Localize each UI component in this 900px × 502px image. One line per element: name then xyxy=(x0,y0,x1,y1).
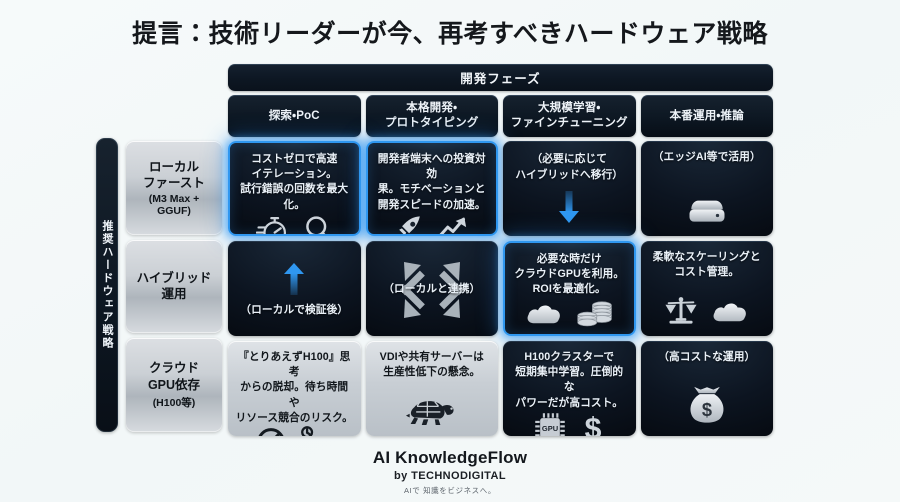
column-header-line1: 本格開発・ xyxy=(406,102,458,115)
cell-text: （ローカルで検証後） xyxy=(240,303,349,316)
cell-text: VDIや共有サーバーは生産性低下の懸念。 xyxy=(379,351,484,379)
cell-icon-group xyxy=(282,262,306,299)
phase-banner: 開発フェーズ xyxy=(228,64,773,91)
svg-text:GPU: GPU xyxy=(542,424,558,433)
cell-local-poc[interactable]: コストゼロで高速イテレーション。試行錯誤の回数を最大化。 xyxy=(228,141,361,236)
row-label-line2: ファースト xyxy=(143,175,205,190)
cell-text: （エッジAI等で活用） xyxy=(652,151,761,163)
brand-tagline: AIで 知識をビジネスへ。 xyxy=(404,486,496,495)
cell-hybrid-poc[interactable]: （ローカルで検証後） xyxy=(228,241,361,336)
down-arrow-icon xyxy=(557,189,581,225)
money-bag-icon: $ xyxy=(686,385,728,427)
cell-icon-group xyxy=(394,213,469,234)
page-title: 提言：技術リーダーが今、再考すべきハードウェア戦略 xyxy=(132,20,768,48)
cell-text: （高コストな運用） xyxy=(658,351,756,363)
cell-text: 柔軟なスケーリングとコスト管理。 xyxy=(652,251,761,279)
cell-icon-group xyxy=(664,295,749,330)
column-header-line1: 本番運用・推論 xyxy=(669,109,744,122)
no-entry-icon xyxy=(256,427,286,436)
brand-name: AI KnowledgeFlow xyxy=(372,448,528,467)
cell-icon-group: $ xyxy=(686,385,728,430)
trend-up-arrow-icon xyxy=(437,214,469,234)
scales-icon xyxy=(664,295,698,327)
strategy-axis-label: 推奨ハードウェア戦略 xyxy=(101,220,113,350)
row-label-hybrid: ハイブリッド 運用 xyxy=(126,239,222,334)
row-label-line1: ローカル xyxy=(148,159,199,174)
footer-branding: AI KnowledgeFlow by TECHNODIGITAL AIで 知識… xyxy=(0,448,900,496)
cell-icon-group xyxy=(686,197,728,230)
phase-strategy-matrix: 開発フェーズ 探索・PoC 本格開発・ プロトタイピング 大規模学習・ ファイン… xyxy=(228,64,773,436)
four-way-arrows-icon xyxy=(397,257,467,323)
svg-text:$: $ xyxy=(702,399,712,420)
column-header-production-inference: 本番運用・推論 xyxy=(640,95,773,137)
cell-text: （必要に応じてハイブリッドへ移行） xyxy=(515,153,624,181)
cell-cloud-training[interactable]: H100クラスターで短期集中学習。圧倒的なパワーだが高コスト。 xyxy=(503,341,636,436)
cell-icon-group xyxy=(557,189,581,228)
cell-text: 『とりあえずH100』思考からの脱却。待ち時間やリソース競合のリスク。 xyxy=(235,351,353,424)
svg-text:$: $ xyxy=(584,412,601,436)
cell-cloud-development[interactable]: VDIや共有サーバーは生産性低下の懸念。 xyxy=(365,341,498,436)
row-label-cloud-gpu: クラウド GPU依存 (H100等) xyxy=(126,338,222,432)
column-header-line1: 大規模学習・ xyxy=(537,102,601,115)
cell-local-training[interactable]: （必要に応じてハイブリッドへ移行） xyxy=(503,141,636,236)
row-label-line2: GPU依存 xyxy=(147,377,201,392)
column-header-line2: ファインチューニング xyxy=(510,117,628,129)
row-label-line2: 運用 xyxy=(161,287,187,302)
strategy-axis-bar: 推奨ハードウェア戦略 xyxy=(96,138,118,432)
cell-cloud-production[interactable]: （高コストな運用） $ xyxy=(640,341,773,436)
row-label-local-first: ローカル ファースト (M3 Max + GGUF) xyxy=(126,141,222,235)
gpu-chip-icon: GPU xyxy=(533,411,567,436)
cloud-icon xyxy=(711,299,749,323)
row-label-sub: (H100等) xyxy=(152,396,196,409)
cell-text: H100クラスターで短期集中学習。圧倒的なパワーだが高コスト。 xyxy=(515,351,624,409)
cell-icon-group xyxy=(525,298,614,331)
server-icon xyxy=(686,197,728,227)
cloud-icon xyxy=(525,301,563,325)
cell-text: （ローカルと連携） xyxy=(383,283,481,296)
cell-text: コストゼロで高速イテレーション。試行錯誤の回数を最大化。 xyxy=(240,153,349,211)
cell-icon-group xyxy=(405,395,459,430)
cell-icon-group: GPU $ xyxy=(533,411,606,436)
cell-local-development[interactable]: 開発者端末への投資対効果。モチベーションと開発スピードの加速。 xyxy=(365,141,498,236)
magnifier-icon xyxy=(303,214,333,234)
stopwatch-icon xyxy=(255,213,290,234)
row-label-group: ローカル ファースト (M3 Max + GGUF) ハイブリッド 運用 クラウ… xyxy=(126,141,222,432)
cell-text: 開発者端末への投資対効果。モチベーションと開発スピードの加速。 xyxy=(377,153,486,211)
column-header-full-development: 本格開発・ プロトタイピング xyxy=(365,95,498,137)
column-header-line2: プロトタイピング xyxy=(384,117,479,129)
cell-icon-group xyxy=(256,426,333,436)
brand-by-line: by TECHNODIGITAL xyxy=(394,470,506,482)
up-arrow-icon xyxy=(282,262,306,296)
rocket-icon xyxy=(394,213,424,234)
cell-cloud-poc[interactable]: 『とりあえずH100』思考からの脱却。待ち時間やリソース競合のリスク。 xyxy=(228,341,361,436)
dollar-icon: $ xyxy=(580,411,606,436)
column-header-large-scale-training: 大規模学習・ ファインチューニング xyxy=(503,95,636,137)
row-label-sub: (M3 Max + GGUF) xyxy=(148,193,200,218)
column-header-poc: 探索・PoC xyxy=(228,95,361,137)
column-header-row: 探索・PoC 本格開発・ プロトタイピング 大規模学習・ ファインチューニング … xyxy=(228,95,773,137)
wait-lock-icon xyxy=(299,426,333,436)
row-label-line1: クラウド xyxy=(148,361,199,376)
cell-local-production[interactable]: （エッジAI等で活用） xyxy=(640,141,773,236)
cell-text: 必要な時だけクラウドGPUを利用。ROIを最適化。 xyxy=(514,253,625,296)
matrix-grid: コストゼロで高速イテレーション。試行錯誤の回数を最大化。 xyxy=(228,141,773,436)
cell-hybrid-development[interactable]: （ローカルと連携） xyxy=(365,241,498,336)
turtle-icon xyxy=(405,395,459,427)
row-label-line1: ハイブリッド xyxy=(136,271,212,286)
column-header-line1: 探索・PoC xyxy=(268,109,320,122)
coins-icon xyxy=(576,298,614,328)
cell-hybrid-training[interactable]: 必要な時だけクラウドGPUを利用。ROIを最適化。 xyxy=(503,241,636,336)
cell-icon-group xyxy=(255,213,333,234)
cell-hybrid-production[interactable]: 柔軟なスケーリングとコスト管理。 xyxy=(640,241,773,336)
